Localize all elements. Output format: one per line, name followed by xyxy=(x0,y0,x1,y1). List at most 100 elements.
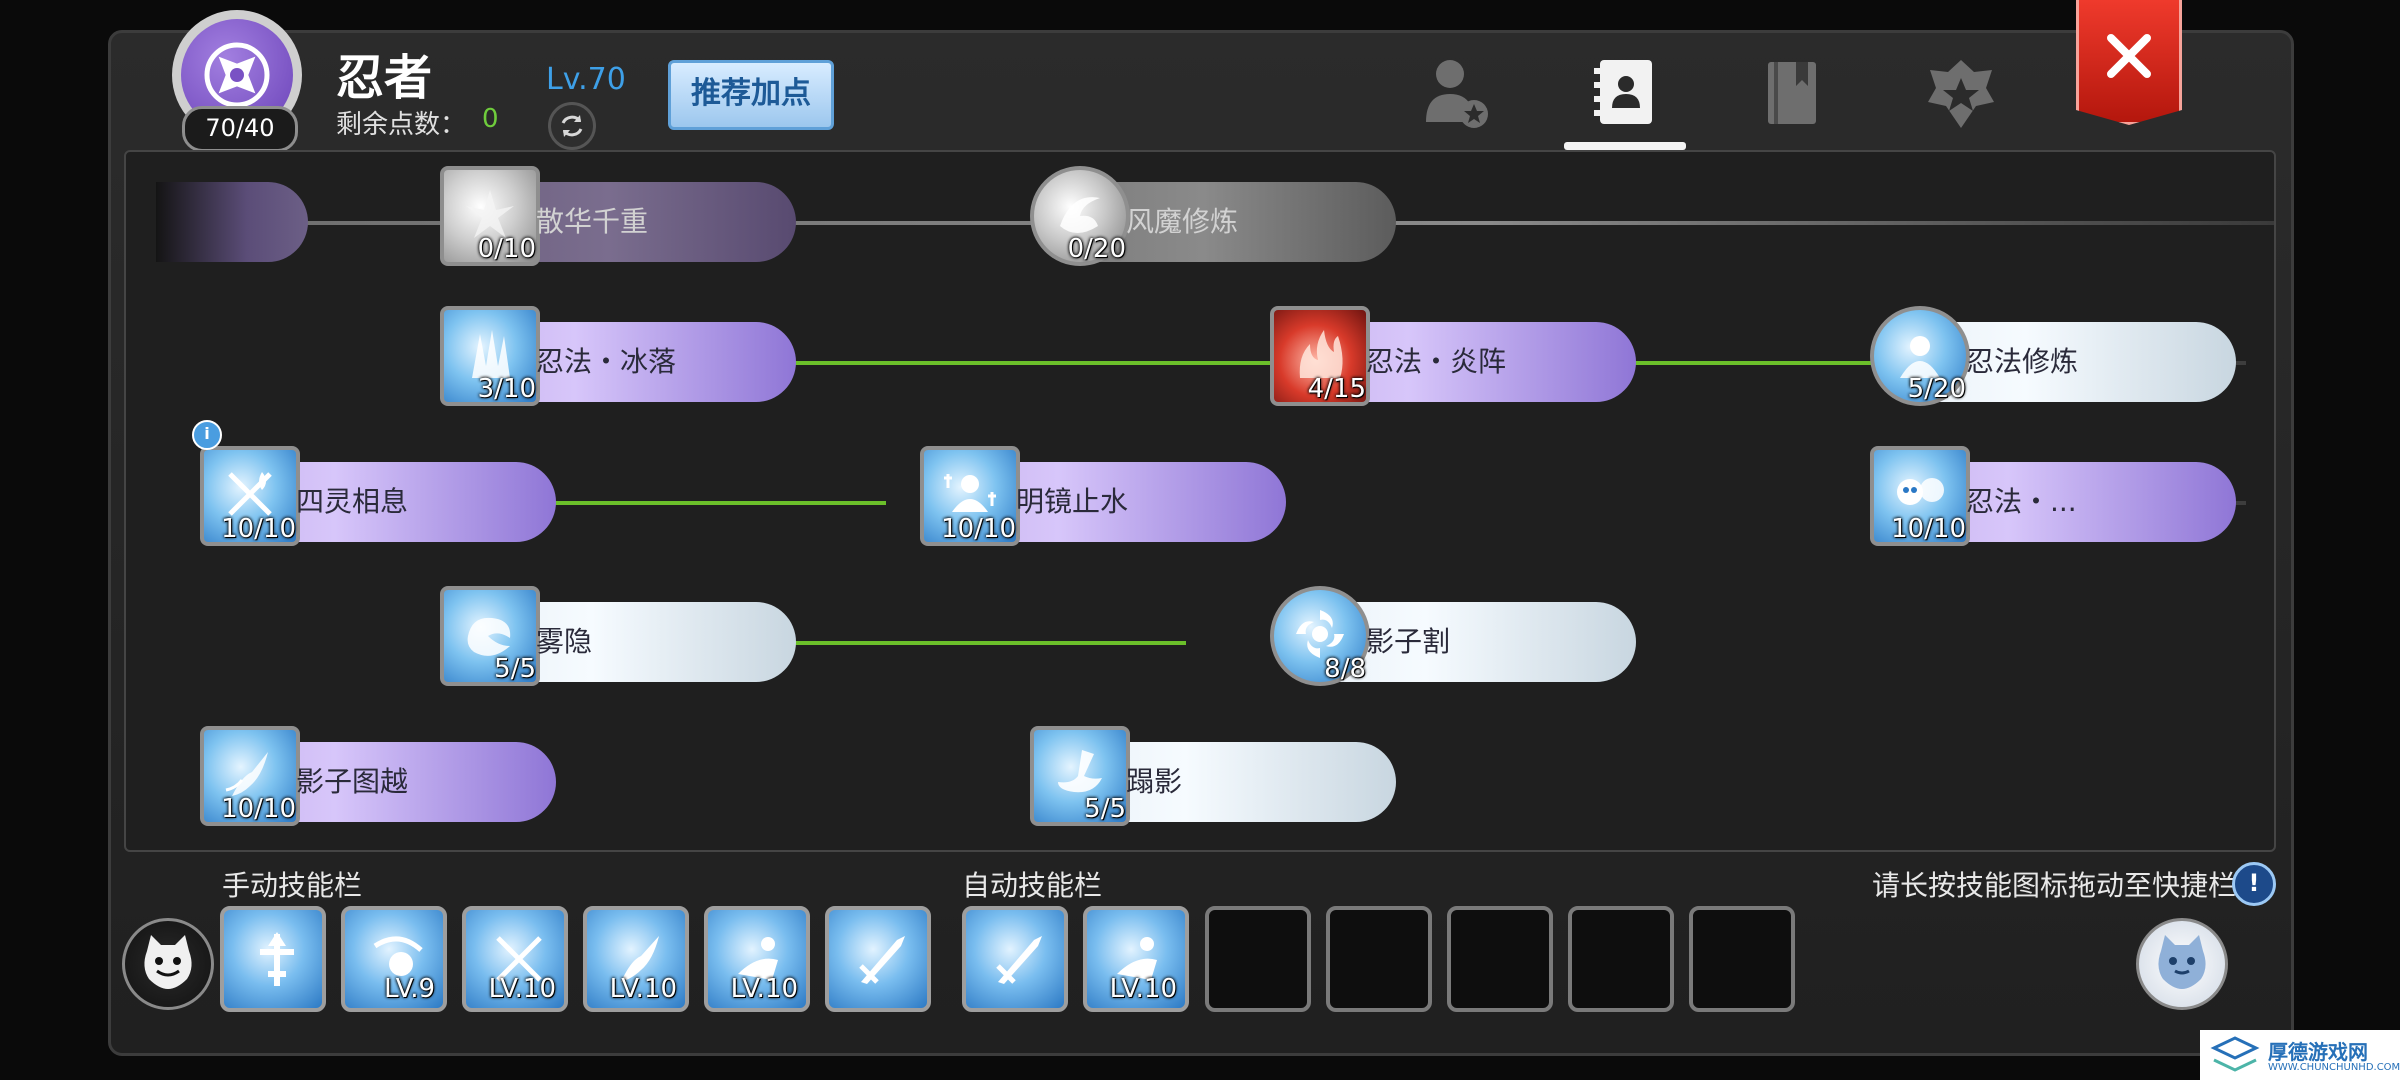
tab-codex[interactable] xyxy=(1750,52,1840,142)
skill-name: 明镜止水 xyxy=(1016,485,1129,518)
skill-icon: 5/5 xyxy=(1030,726,1130,826)
auto-slot-empty[interactable] xyxy=(1326,906,1432,1012)
skill-name: 影子图越 xyxy=(296,765,409,798)
skill-name: 忍法修炼 xyxy=(1966,345,2079,378)
skill-node-partial[interactable] xyxy=(156,182,308,262)
skill-node[interactable]: 10/10 忍法・... xyxy=(1870,446,2236,546)
skill-node[interactable]: 10/10 明镜止水 xyxy=(920,446,1286,546)
slot-level: LV.10 xyxy=(730,974,798,1004)
manual-mode-avatar[interactable] xyxy=(122,918,214,1010)
skill-name: 散华千重 xyxy=(536,205,649,238)
auto-slot-empty[interactable] xyxy=(1447,906,1553,1012)
skill-node[interactable]: 3/10 忍法・冰落 xyxy=(440,306,796,406)
skill-level: 0/10 xyxy=(477,234,536,264)
slot-level: LV.10 xyxy=(1109,974,1177,1004)
skill-icon: 3/10 xyxy=(440,306,540,406)
sword-icon xyxy=(859,936,905,984)
skill-node[interactable]: 0/20 风魔修炼 xyxy=(1030,166,1396,266)
skill-name: 蹋影 xyxy=(1126,765,1183,798)
slot-level: LV.10 xyxy=(488,974,556,1004)
auto-slot[interactable] xyxy=(962,906,1068,1012)
auto-bar-title: 自动技能栏 xyxy=(962,869,1103,902)
help-icon[interactable]: ! xyxy=(2232,862,2276,906)
refresh-icon xyxy=(561,115,583,137)
manual-slot[interactable] xyxy=(220,906,326,1012)
skill-book-icon xyxy=(1594,60,1652,124)
skill-level: 5/20 xyxy=(1907,374,1966,404)
skill-node[interactable]: 10/10 i 四灵相息 xyxy=(192,420,556,546)
tree-link-row4 xyxy=(686,641,1186,645)
guild-emblem-icon xyxy=(1928,60,1994,128)
remaining-points-value: 0 xyxy=(482,104,499,134)
skill-level: 10/10 xyxy=(221,794,296,824)
skill-name: 忍法・炎阵 xyxy=(1366,345,1507,378)
close-button[interactable] xyxy=(2076,0,2182,125)
auto-mode-avatar[interactable] xyxy=(2136,918,2228,1010)
skill-icon xyxy=(738,937,778,980)
skill-node[interactable]: 8/8 影子割 xyxy=(1270,586,1636,686)
class-name: 忍者 xyxy=(336,50,433,106)
manual-bar-title: 手动技能栏 xyxy=(222,869,363,902)
character-level: Lv.70 xyxy=(546,62,626,97)
skill-icon: 5/20 xyxy=(1870,306,1970,406)
skill-icon: 4/15 xyxy=(1270,306,1370,406)
remaining-points-label: 剩余点数： xyxy=(336,110,467,140)
class-emblem: 70/40 xyxy=(172,10,302,152)
skill-icon xyxy=(621,936,659,982)
active-tab-indicator xyxy=(1564,142,1686,150)
slot-level: LV.9 xyxy=(384,974,435,1004)
manual-slot[interactable] xyxy=(825,906,931,1012)
auto-slot-empty[interactable] xyxy=(1205,906,1311,1012)
skill-icon: 0/10 xyxy=(440,166,540,266)
auto-slot-empty[interactable] xyxy=(1568,906,1674,1012)
watermark-text: 厚德游戏网 xyxy=(2268,1040,2368,1064)
auto-slot[interactable]: LV.10 xyxy=(1083,906,1189,1012)
tab-skills[interactable] xyxy=(1582,52,1672,142)
emblem-count: 70/40 xyxy=(182,106,298,152)
skill-icon: 10/10 xyxy=(200,726,300,826)
sword-icon xyxy=(996,936,1042,984)
manual-slot[interactable]: LV.10 xyxy=(704,906,810,1012)
skill-name: 忍法・冰落 xyxy=(536,345,677,378)
close-icon xyxy=(2107,34,2151,78)
skill-node[interactable]: 4/15 忍法・炎阵 xyxy=(1270,306,1636,406)
skill-name: 四灵相息 xyxy=(296,485,409,518)
skill-name: 影子割 xyxy=(1366,625,1451,658)
slot-level: LV.10 xyxy=(609,974,677,1004)
watermark: 厚德游戏网 WWW.CHUNCHUNHD.COM xyxy=(2200,1030,2400,1080)
skill-icon xyxy=(260,932,294,986)
skill-icon: 8/8 xyxy=(1270,586,1370,686)
skill-level: 10/10 xyxy=(1891,514,1966,544)
skill-level: 4/15 xyxy=(1307,374,1366,404)
skill-node[interactable]: 5/20 忍法修炼 xyxy=(1870,306,2236,406)
character-icon xyxy=(1426,60,1488,128)
manual-slot[interactable]: LV.9 xyxy=(341,906,447,1012)
reset-button[interactable] xyxy=(548,102,596,150)
manual-slot[interactable]: LV.10 xyxy=(583,906,689,1012)
skill-node[interactable]: 5/5 雾隐 xyxy=(440,586,796,686)
skill-level: 3/10 xyxy=(477,374,536,404)
info-icon[interactable]: i xyxy=(192,420,222,450)
skill-name: 忍法・... xyxy=(1966,485,2077,518)
skill-level: 10/10 xyxy=(221,514,296,544)
skill-tree: 0/10 散华千重 0/20 风魔修炼 3/10 忍法・冰落 4/15 忍法・炎… xyxy=(124,150,2276,852)
skill-icon: 0/20 xyxy=(1030,166,1130,266)
watermark-logo-icon xyxy=(2210,1036,2260,1072)
skill-node[interactable]: 0/10 散华千重 xyxy=(440,166,796,266)
skill-icon xyxy=(1117,937,1157,980)
tab-guild[interactable] xyxy=(1916,52,2006,142)
skill-icon xyxy=(496,936,542,982)
skill-level: 5/5 xyxy=(1084,794,1126,824)
skill-icon: 10/10 xyxy=(920,446,1020,546)
watermark-sub: WWW.CHUNCHUNHD.COM xyxy=(2268,1062,2400,1073)
recommend-points-button[interactable]: 推荐加点 xyxy=(668,60,834,130)
auto-slot-empty[interactable] xyxy=(1689,906,1795,1012)
cat-face-icon xyxy=(2158,935,2206,989)
tree-link-row3 xyxy=(436,501,886,505)
tab-character[interactable] xyxy=(1412,52,1502,142)
skill-node[interactable]: 10/10 影子图越 xyxy=(200,726,556,826)
drag-hint: 请长按技能图标拖动至快捷栏 xyxy=(1872,869,2237,902)
manual-slot[interactable]: LV.10 xyxy=(462,906,568,1012)
skill-name: 雾隐 xyxy=(536,625,593,658)
skill-node[interactable]: 5/5 蹋影 xyxy=(1030,726,1396,826)
